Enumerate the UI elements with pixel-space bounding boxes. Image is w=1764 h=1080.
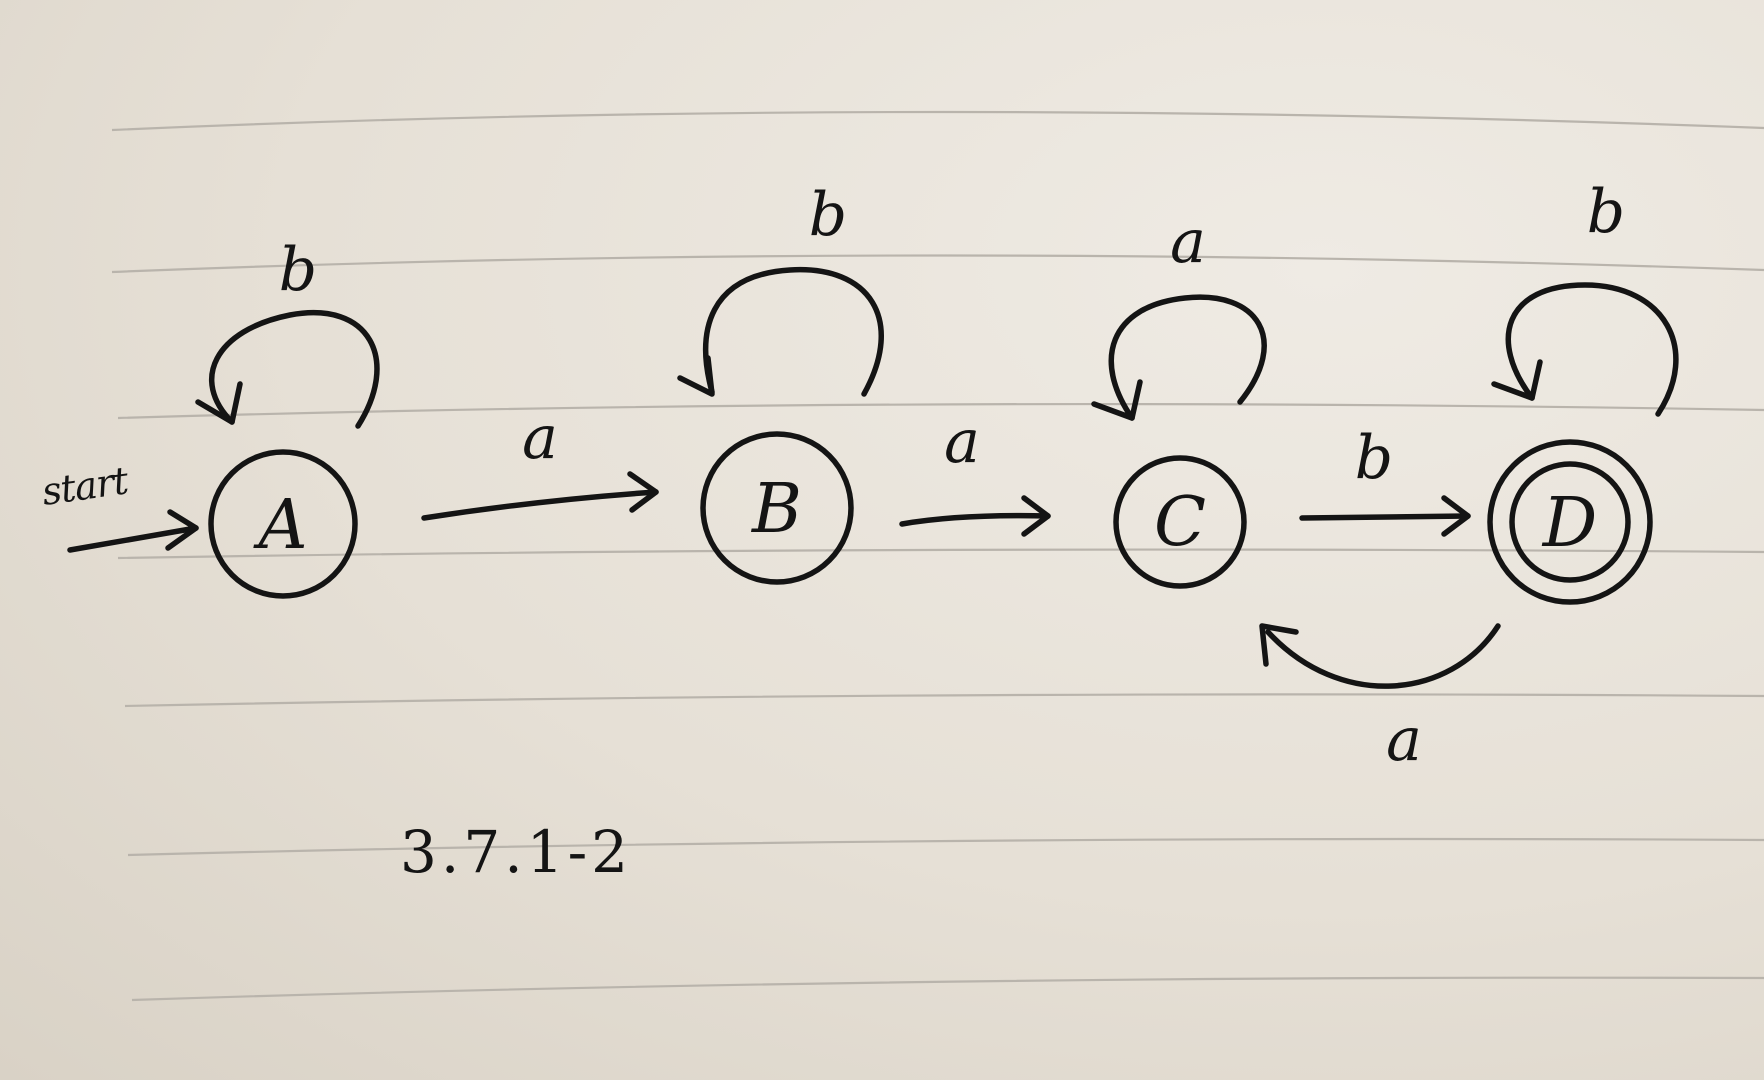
transition-c-d-label: b xyxy=(1355,423,1393,493)
ruled-line xyxy=(117,548,1764,560)
figure-number: 3.7.1-2 xyxy=(400,818,632,886)
self-loop-d: b xyxy=(1491,177,1679,417)
self-loop-b-arrow-head xyxy=(677,355,715,397)
state-c: C xyxy=(1113,455,1247,589)
self-loop-b-label: b xyxy=(809,180,847,250)
self-loop-d-label: b xyxy=(1587,177,1625,247)
transition-a-b: a xyxy=(421,403,659,521)
transition-c-d-line xyxy=(1299,513,1471,521)
self-loop-a-arrow-head xyxy=(195,381,243,425)
state-a-circle xyxy=(208,449,358,599)
state-b-circle xyxy=(700,431,854,585)
state-a: A xyxy=(208,449,358,599)
transition-a-b-label: a xyxy=(522,403,558,473)
transition-d-c-arc xyxy=(1265,623,1501,689)
transition-c-d: b xyxy=(1299,423,1471,537)
transition-d-c: a xyxy=(1259,623,1501,775)
self-loop-c: a xyxy=(1091,207,1267,421)
state-c-circle xyxy=(1113,455,1247,589)
ruled-line xyxy=(124,693,1764,708)
self-loop-b-arc xyxy=(703,267,884,397)
ruled-line xyxy=(131,976,1764,1002)
transition-a-b-line xyxy=(421,489,659,521)
transition-d-c-label: a xyxy=(1386,705,1422,775)
ruled-line xyxy=(127,837,1764,857)
state-d-inner-circle xyxy=(1509,461,1631,583)
self-loop-a-arc xyxy=(209,310,380,429)
transition-d-c-arrow-head xyxy=(1259,623,1299,667)
ruled-line xyxy=(111,254,1764,274)
state-d: D xyxy=(1487,439,1653,605)
self-loop-d-arrow-head xyxy=(1491,359,1543,401)
state-b: B xyxy=(700,431,854,585)
state-a-label: A xyxy=(252,486,307,565)
self-loop-c-label: a xyxy=(1170,207,1206,277)
self-loop-b: b xyxy=(677,180,884,397)
ruled-line xyxy=(117,402,1764,420)
self-loop-d-arc xyxy=(1505,282,1679,417)
start-arrow xyxy=(67,525,199,553)
transition-b-c-line xyxy=(899,512,1051,527)
self-loop-a-label: b xyxy=(279,235,317,305)
state-d-outer-circle xyxy=(1487,439,1653,605)
start-label: start xyxy=(39,458,132,514)
state-b-label: B xyxy=(750,470,802,549)
ruled-line xyxy=(111,110,1764,132)
self-loop-c-arrow-head xyxy=(1091,379,1143,421)
transition-c-d-arrow-head xyxy=(1441,495,1471,537)
start-marker: start xyxy=(39,458,199,553)
state-d-label: D xyxy=(1541,484,1598,563)
transition-b-c-arrow-head xyxy=(1021,495,1051,537)
start-arrow-head xyxy=(165,509,199,551)
transition-b-c-label: a xyxy=(944,407,980,477)
self-loop-a: b xyxy=(195,235,380,429)
self-loop-c-arc xyxy=(1108,294,1267,421)
transition-a-b-arrow-head xyxy=(627,471,659,513)
transition-b-c: a xyxy=(899,407,1051,537)
ruled-lines xyxy=(111,110,1764,1002)
state-c-label: C xyxy=(1154,483,1206,562)
